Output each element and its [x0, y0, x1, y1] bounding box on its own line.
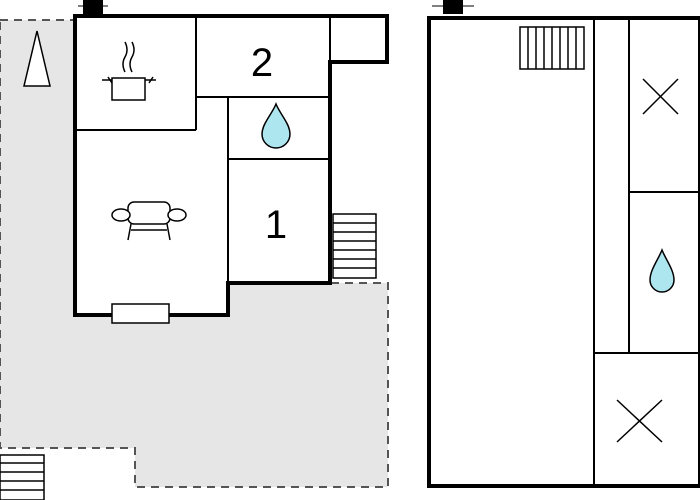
- room-label-bedroom-1: 1: [265, 203, 287, 247]
- radiator-icon: [111, 303, 170, 324]
- upper-interior-walls: [593, 18, 700, 486]
- bed-cross-icon: [642, 78, 679, 115]
- stairs-icon: [332, 213, 377, 279]
- lamp-icon: [78, 0, 108, 14]
- stairs-icon-terrace: [0, 454, 45, 500]
- stairs-icon-upper: [519, 26, 585, 70]
- north-arrow-icon: [23, 30, 51, 87]
- interior-walls: [75, 16, 331, 283]
- stove-icon: [102, 41, 156, 101]
- water-drop-icon: [261, 101, 291, 149]
- water-drop-icon-upper: [649, 247, 675, 293]
- upper-floor-walls: [427, 16, 700, 488]
- room-label-bedroom-2: 2: [251, 41, 273, 85]
- lamp-icon-upper: [432, 0, 474, 14]
- bed-cross-icon-lower: [616, 399, 663, 443]
- sofa-icon: [111, 201, 187, 241]
